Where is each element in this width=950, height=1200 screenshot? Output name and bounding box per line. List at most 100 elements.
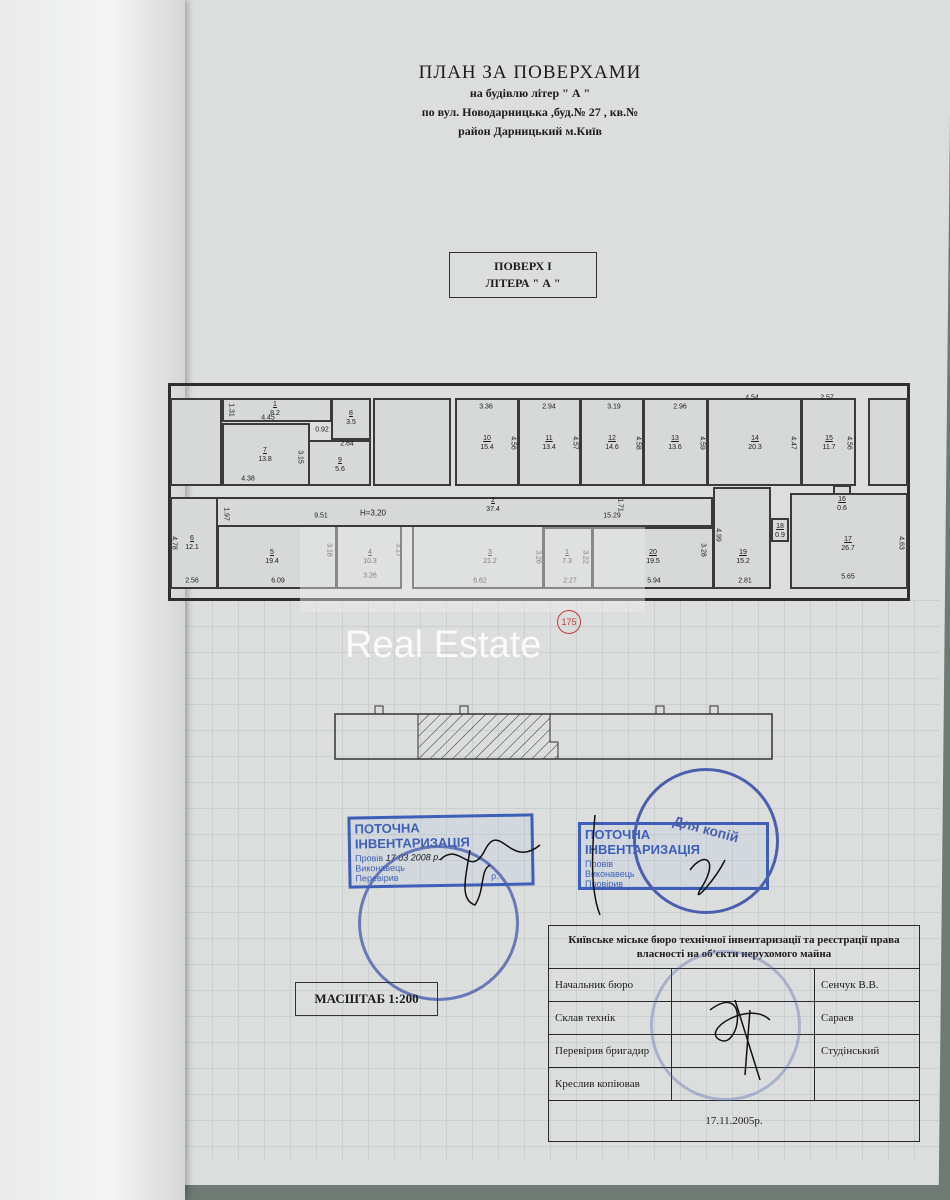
dimension-label: 4.47 xyxy=(789,436,797,450)
room-2 xyxy=(215,497,713,527)
role-cell: Начальник бюро xyxy=(548,968,672,1002)
dimension-label: 4.57 xyxy=(571,436,579,450)
watermark-text: Real Estate xyxy=(345,624,542,666)
dimension-label: 2.27 xyxy=(563,577,577,585)
dimension-label: 4.45 xyxy=(261,414,275,422)
dimension-label: 4.56 xyxy=(845,436,853,450)
building-letter: на будівлю літер " А " xyxy=(469,86,591,100)
room-5 xyxy=(217,525,337,589)
room-number: 14 xyxy=(751,435,759,442)
room-9 xyxy=(308,440,371,486)
room-area: 19.5 xyxy=(646,558,660,565)
page-number-stamp: 175 xyxy=(557,610,581,634)
stamp-row-label: Провірив xyxy=(585,879,624,889)
dimension-label: 5.65 xyxy=(841,573,855,581)
room-area: 12.1 xyxy=(185,544,199,551)
room-area: 8.2 xyxy=(270,410,280,417)
signature-right xyxy=(591,814,726,916)
room-number: 1 xyxy=(565,549,569,556)
round-seal-left xyxy=(358,845,519,1001)
room-number: 15 xyxy=(825,435,833,442)
room-label: 14 20.3 xyxy=(748,434,762,452)
room-label: 13 13.6 xyxy=(668,434,682,452)
dimension-label: 4.54 xyxy=(745,394,759,402)
floor-letter: ЛІТЕРА " А " xyxy=(485,276,561,290)
room-15 xyxy=(801,398,856,486)
dimension-label: 4.63 xyxy=(897,536,905,550)
room-area: 13.6 xyxy=(668,444,682,451)
dimension-label: 1.71 xyxy=(616,498,624,512)
dimension-label: 1.97 xyxy=(222,507,230,521)
room-area: 15.4 xyxy=(480,444,494,451)
room-number: 12 xyxy=(608,435,616,442)
stamp-row-label: Провів xyxy=(585,859,614,869)
room-number: 5 xyxy=(270,549,274,556)
room-11 xyxy=(518,398,581,486)
watermark-logo xyxy=(300,527,645,612)
room-number: 9 xyxy=(338,457,342,464)
room-4 xyxy=(336,525,402,589)
dimension-label: 2.57 xyxy=(820,394,834,402)
room-number: 6 xyxy=(190,535,194,542)
room-area: 10.3 xyxy=(363,558,377,565)
room-number: 8 xyxy=(349,410,353,417)
dimension-label: 2.56 xyxy=(185,577,199,585)
room-area: 20.3 xyxy=(748,444,762,451)
dimension-label: 3.19 xyxy=(607,403,621,411)
dimension-label: 5.94 xyxy=(647,577,661,585)
room-area: 0.9 xyxy=(775,532,785,539)
dimension-label: 6.09 xyxy=(271,577,285,585)
role-cell: Креслив копіював xyxy=(548,1067,672,1101)
name-cell: Сараєв xyxy=(814,1001,920,1035)
room-number: 2 xyxy=(491,497,495,504)
room-19 xyxy=(713,487,771,589)
unlabeled-room xyxy=(373,398,451,486)
room-area: 15.2 xyxy=(736,558,750,565)
dimension-label: 6.62 xyxy=(473,577,487,585)
name-cell: Сенчук В.В. xyxy=(814,968,920,1002)
scale-label: МАСШТАБ 1:200 xyxy=(295,982,438,1016)
dimension-label: 4.58 xyxy=(634,436,642,450)
room-6 xyxy=(170,497,218,589)
dimension-label: 4.99 xyxy=(714,528,722,542)
room-number: 13 xyxy=(671,435,679,442)
stamp-row-label: Провів xyxy=(355,853,384,864)
previous-page-sheet xyxy=(0,0,185,1200)
dimension-label: 3.28 xyxy=(699,543,707,557)
building-elevation-diagram xyxy=(334,705,773,760)
room-area: 7.3 xyxy=(562,558,572,565)
signature-table xyxy=(709,999,771,1081)
dimension-label: 4.38 xyxy=(241,475,255,483)
dimension-label: 4.78 xyxy=(170,536,178,550)
room-number: 16 xyxy=(838,496,846,503)
stamp-row-label: Виконавець xyxy=(585,869,635,879)
ceiling-height-label: H=3,20 xyxy=(359,508,387,518)
unlabeled-room xyxy=(868,398,908,486)
floor-number: ПОВЕРХ I xyxy=(494,259,552,273)
room-number: 18 xyxy=(776,523,784,530)
room-20 xyxy=(592,527,714,589)
dimension-label: 15.29 xyxy=(603,512,621,520)
dimension-label: 4.56 xyxy=(509,436,517,450)
name-cell: Студінський xyxy=(814,1034,920,1068)
document-title: ПЛАН ЗА ПОВЕРХАМИ xyxy=(418,62,642,83)
room-area: 14.6 xyxy=(605,444,619,451)
room-area: 5.6 xyxy=(335,466,345,473)
name-cell xyxy=(814,1067,920,1101)
dimension-label: 2.94 xyxy=(542,403,556,411)
dimension-label: 0.92 xyxy=(315,426,329,434)
dimension-label: 3.26 xyxy=(363,572,377,580)
room-number: 4 xyxy=(368,549,372,556)
room-8 xyxy=(331,398,371,440)
